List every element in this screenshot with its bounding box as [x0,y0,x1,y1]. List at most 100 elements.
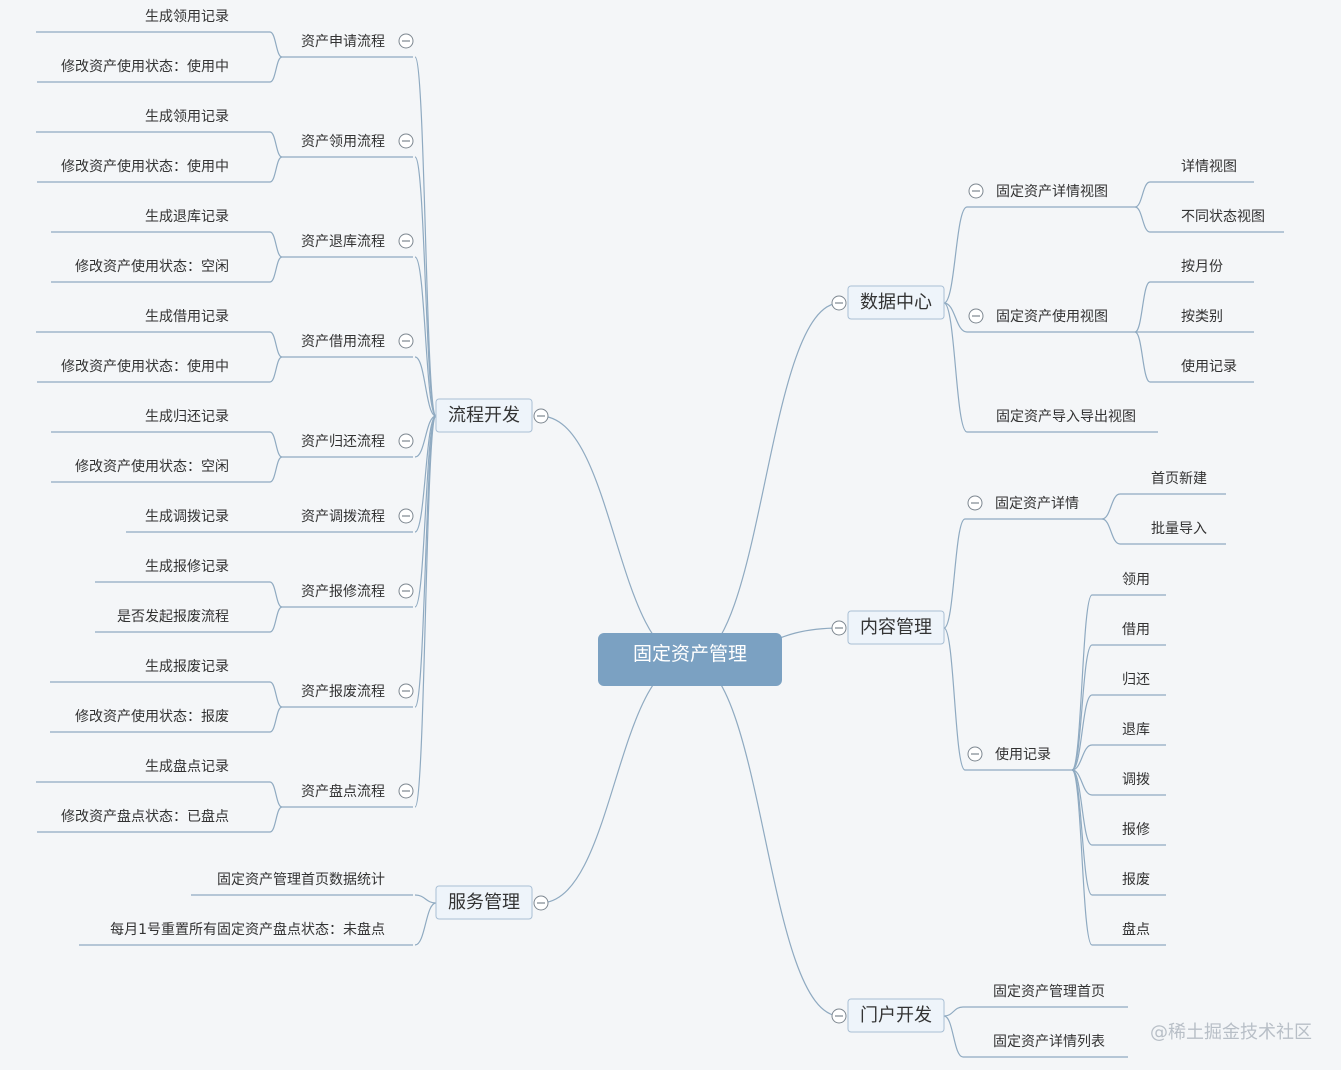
leaf-label: 生成借用记录 [145,309,229,325]
topic-connector [539,659,691,904]
branch-connector [414,894,437,904]
leaf-label: 生成退库记录 [145,209,229,225]
leaf-label: 生成归还记录 [145,408,229,425]
leaf-connector [269,581,283,608]
leaf-label: 首页新建 [1151,471,1207,487]
collapse-icon[interactable] [398,233,414,249]
topic-content-mgmt-label: 内容管理 [860,617,932,638]
branch-label: 固定资产管理首页 [993,984,1105,1000]
branch-connector [414,356,437,417]
branch-connector [943,302,968,433]
leaf-connector [269,56,283,83]
branch-connector [414,415,437,533]
branch-label: 资产借用流程 [301,334,385,350]
leaf-connector [1071,769,1093,896]
leaf-label: 归还 [1122,671,1150,688]
branch-connector [414,415,437,708]
leaf-label: 修改资产使用状态：使用中 [61,58,229,75]
leaf-connector [269,781,283,808]
leaf-connector [1134,206,1151,233]
branch-label: 固定资产详情视图 [996,184,1108,200]
branch-connector [943,627,966,771]
branch-label: 固定资产详情 [995,496,1079,512]
branch-connector [414,156,437,417]
topic-portal-dev[interactable] [847,998,945,1033]
branch-label: 资产申请流程 [301,34,385,50]
collapse-icon[interactable] [968,183,984,199]
branch-connector [414,415,437,808]
collapse-icon[interactable] [398,333,414,349]
leaf-label: 使用记录 [1181,358,1237,375]
leaf-connector [269,231,283,258]
topic-connector [689,659,841,1017]
leaf-label: 修改资产盘点状态：已盘点 [61,808,229,825]
branch-connector [943,302,968,333]
leaf-label: 批量导入 [1151,521,1207,537]
leaf-label: 修改资产使用状态：使用中 [61,158,229,175]
leaf-label: 退库 [1122,722,1150,738]
branch-label: 资产报修流程 [301,584,385,600]
leaf-connector [1134,331,1151,383]
collapse-icon[interactable] [533,895,549,911]
leaf-label: 按类别 [1181,309,1223,325]
leaf-label: 领用 [1122,572,1150,588]
leaf-label: 生成调拨记录 [145,509,229,525]
collapse-icon[interactable] [967,746,983,762]
leaf-connector [1071,744,1093,771]
leaf-label: 生成报修记录 [145,559,229,575]
collapse-icon[interactable] [831,295,847,311]
leaf-label: 详情视图 [1181,159,1237,175]
leaf-label: 是否发起报废流程 [117,609,229,625]
collapse-icon[interactable] [831,620,847,636]
leaf-connector [1071,769,1093,946]
topic-content-mgmt[interactable] [847,610,945,645]
leaf-label: 不同状态视图 [1181,209,1265,225]
branch-connector [943,518,966,629]
topic-service-mgmt[interactable] [435,885,533,920]
branch-label: 固定资产管理首页数据统计 [217,872,385,888]
collapse-icon[interactable] [967,495,983,511]
branch-label: 固定资产使用视图 [996,308,1108,325]
leaf-connector [269,706,283,733]
leaf-connector [1101,493,1121,520]
leaf-connector [269,331,283,358]
collapse-icon[interactable] [533,408,549,424]
leaf-connector [269,456,283,483]
leaf-connector [269,131,283,158]
collapse-icon[interactable] [831,1008,847,1024]
topic-process-dev-label: 流程开发 [448,405,520,426]
leaf-connector [269,681,283,708]
leaf-connector [1134,281,1151,333]
topic-data-center[interactable] [847,285,945,320]
leaf-label: 修改资产使用状态：空闲 [75,258,229,275]
branch-label: 使用记录 [995,746,1051,763]
collapse-icon[interactable] [398,783,414,799]
branch-label: 资产领用流程 [301,134,385,150]
branch-label: 固定资产导入导出视图 [996,409,1136,425]
leaf-label: 报废 [1122,872,1150,888]
collapse-icon[interactable] [398,133,414,149]
leaf-connector [269,156,283,183]
leaf-connector [1071,594,1093,771]
collapse-icon[interactable] [398,33,414,49]
leaf-label: 修改资产使用状态：报废 [75,708,229,725]
leaf-label: 盘点 [1122,921,1150,938]
collapse-icon[interactable] [398,583,414,599]
branch-connector [943,1006,964,1017]
branch-label: 资产报废流程 [301,684,385,700]
leaf-label: 修改资产使用状态：空闲 [75,458,229,475]
leaf-label: 生成领用记录 [145,9,229,25]
topic-portal-dev-label: 门户开发 [860,1005,932,1026]
central-topic[interactable] [598,633,782,686]
branch-label: 固定资产详情列表 [993,1034,1105,1050]
mindmap-nodes: 固定资产管理资产申请流程生成领用记录修改资产使用状态：使用中资产领用流程生成领用… [61,9,1265,1050]
collapse-icon[interactable] [398,433,414,449]
collapse-icon[interactable] [398,508,414,524]
leaf-label: 按月份 [1181,259,1223,275]
collapse-icon[interactable] [968,308,984,324]
branch-connector [414,415,437,608]
topic-process-dev[interactable] [435,398,533,433]
collapse-icon[interactable] [398,683,414,699]
topic-connector [689,302,841,661]
leaf-connector [1101,518,1121,545]
